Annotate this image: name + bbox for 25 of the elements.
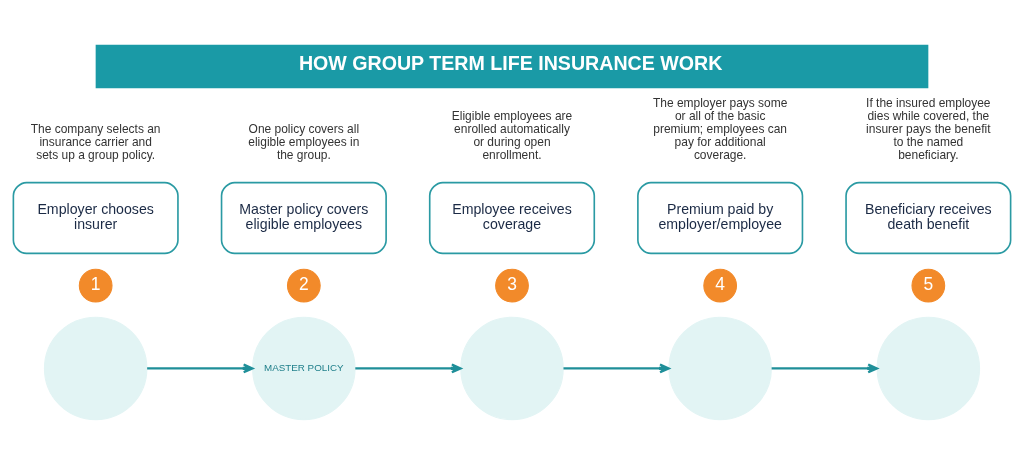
node-label: Eligible employees are enrolled automatically or during open enrollment. (451, 108, 573, 162)
node-label: One policy covers all eligible employees in the group. (248, 121, 360, 162)
node-circle (876, 316, 981, 421)
node-circle (668, 316, 772, 421)
arrow (147, 363, 254, 374)
node-circle: 2 (286, 268, 321, 303)
node-circle: 3 (495, 268, 529, 303)
node-label: The company selects an insurance carrier and sets up a group policy. (30, 121, 161, 162)
node-box: Beneficiary receives death benefit (845, 181, 1012, 255)
node-circle (43, 316, 148, 421)
node-label: The employer pays some or all of the basic premium; employees can pay for additional coverage. (652, 95, 788, 162)
arrow (563, 363, 670, 374)
node-circle: 1 (78, 268, 113, 303)
node-circle: 5 (911, 268, 946, 303)
diagram-title: HOW GROUP TERM LIFE INSURANCE WORK (298, 52, 723, 75)
node-circle: MASTER POLICY (252, 316, 356, 421)
node-box: Master policy covers eligible employees (220, 181, 387, 255)
arrow (355, 363, 462, 374)
node-circle: 4 (703, 268, 738, 303)
node-box: Premium paid by employer/employee (637, 181, 804, 255)
arrow (771, 363, 879, 374)
node-label: If the insured employee dies while covered, the insurer pays the benefit to the named beneficiary. (866, 95, 991, 162)
node-box: Employer chooses insurer (12, 181, 179, 255)
node-circle (460, 316, 564, 421)
node-box: Employee receives coverage (428, 181, 596, 255)
